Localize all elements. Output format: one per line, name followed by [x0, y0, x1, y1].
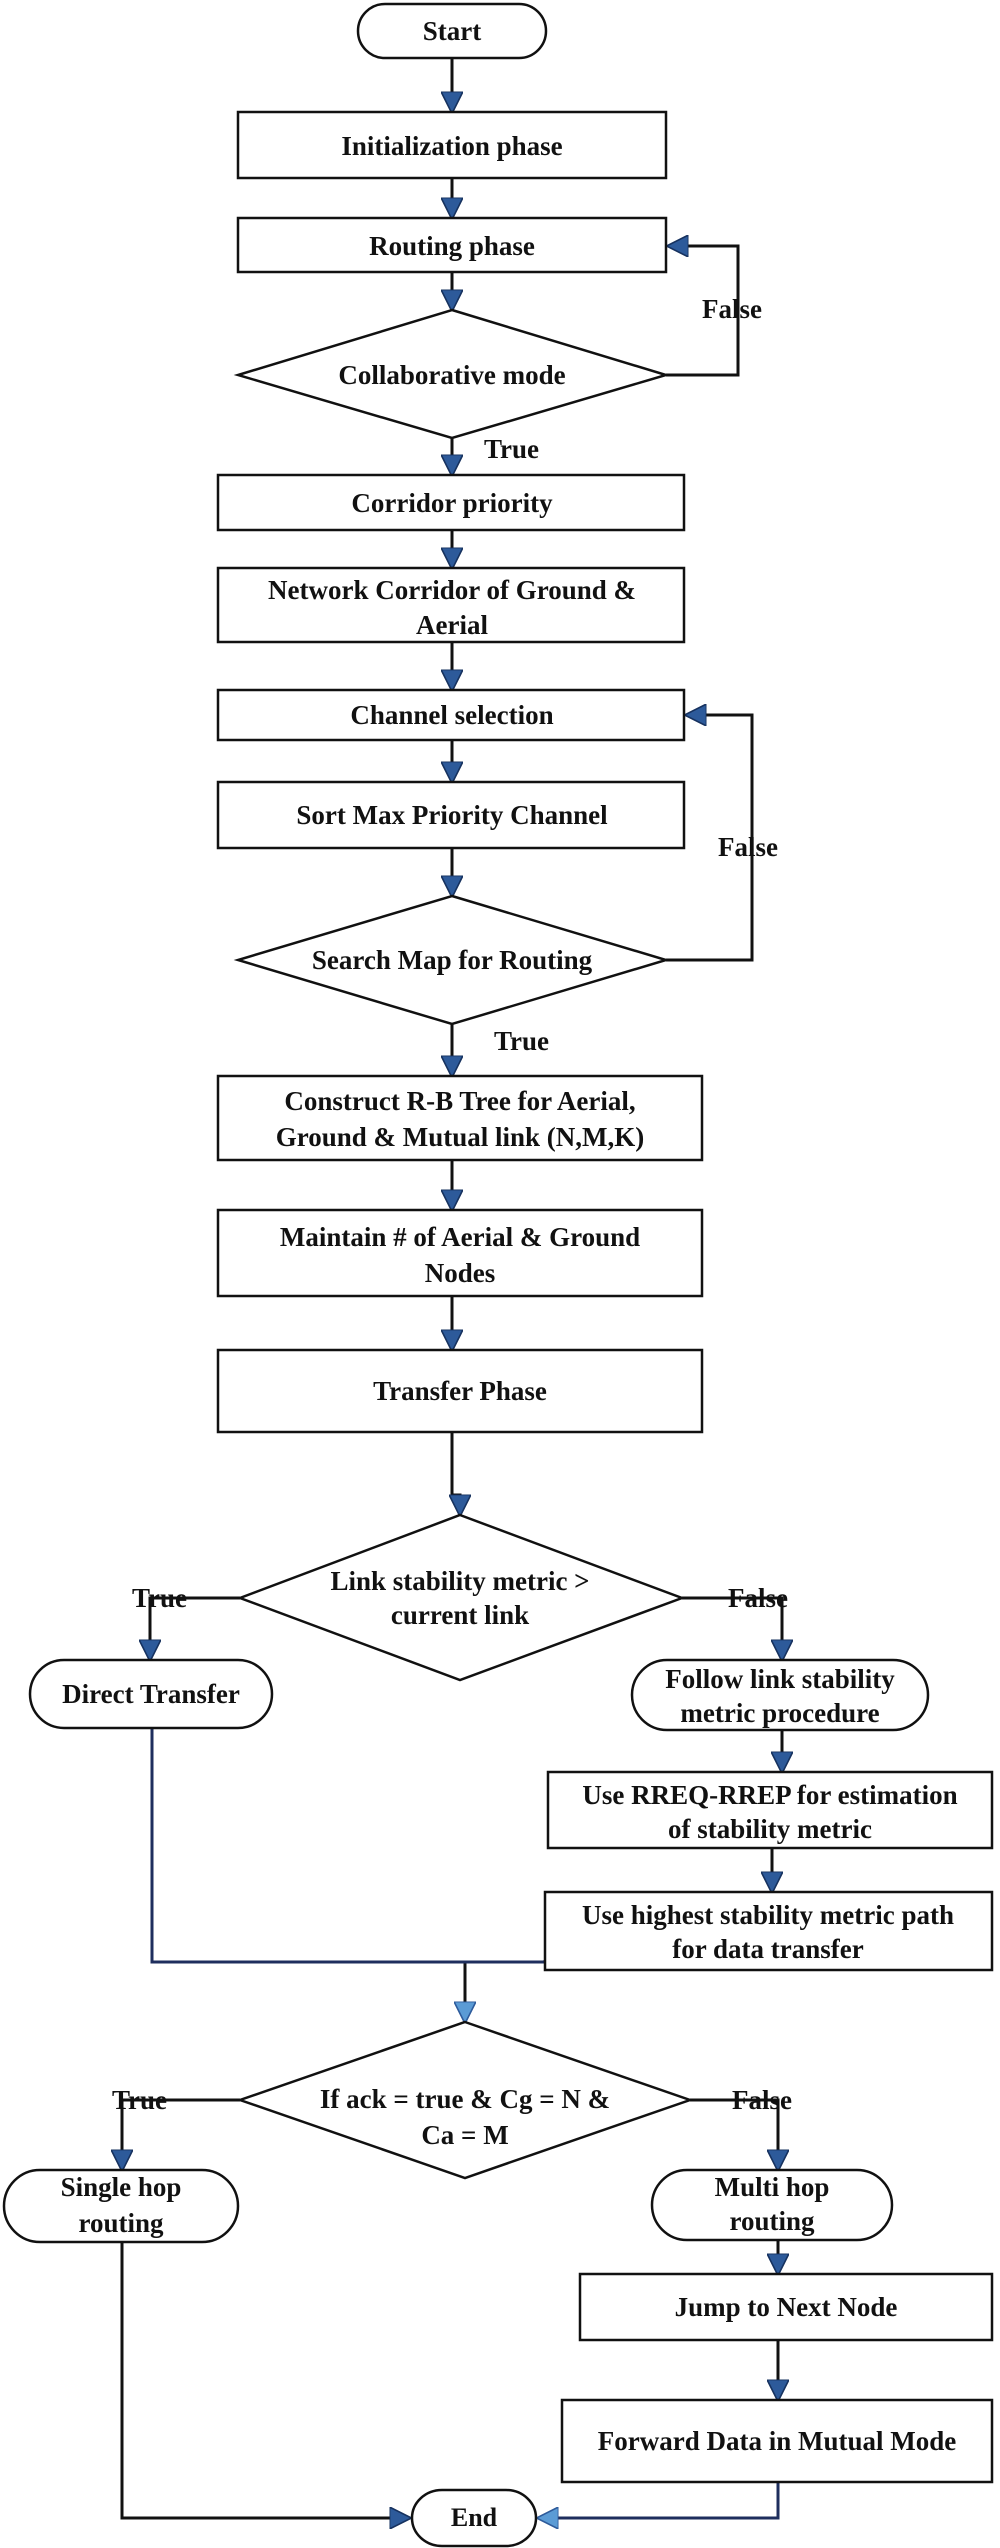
edge-collab-false-loop — [666, 246, 740, 377]
node-start: Start — [356, 2, 548, 60]
rbtree-line1: Construct R-B Tree for Aerial, — [284, 1086, 635, 1116]
node-initialization: Initialization phase — [236, 110, 668, 180]
collab-label: Collaborative mode — [338, 360, 565, 390]
netcorr-line2: Aerial — [416, 610, 488, 640]
follow-line2: metric procedure — [680, 1698, 879, 1728]
ack-true-label: True — [112, 2085, 167, 2115]
collab-true-label: True — [484, 434, 539, 464]
maintain-line1: Maintain # of Aerial & Ground — [280, 1222, 640, 1252]
node-forward-data: Forward Data in Mutual Mode — [560, 2398, 994, 2484]
node-maintain: Maintain # of Aerial & Ground Nodes — [216, 1208, 704, 1298]
node-rreq-rrep: Use RREQ-RREP for estimation of stabilit… — [546, 1770, 994, 1850]
ack-false-label: False — [732, 2085, 792, 2115]
corridor-label: Corridor priority — [351, 488, 553, 518]
channel-label: Channel selection — [350, 700, 553, 730]
single-line2: routing — [78, 2208, 164, 2238]
maintain-line2: Nodes — [425, 1258, 496, 1288]
end-label: End — [451, 2503, 498, 2532]
linkstab-line2: current link — [391, 1600, 529, 1630]
highest-line2: for data transfer — [672, 1934, 863, 1964]
edge-linkstab-true — [150, 1596, 240, 1660]
node-jump-next: Jump to Next Node — [578, 2272, 994, 2342]
edge-ack-true — [122, 2098, 240, 2170]
edge-transfer-linkstab — [452, 1432, 460, 1515]
ack-line2: Ca = M — [421, 2120, 508, 2150]
node-construct-rbtree: Construct R-B Tree for Aerial, Ground & … — [216, 1074, 704, 1162]
node-single-hop: Single hop routing — [2, 2168, 240, 2244]
init-label: Initialization phase — [341, 131, 562, 161]
node-ack-condition: If ack = true & Cg = N & Ca = M — [236, 2020, 694, 2180]
edge-forward-end — [538, 2482, 780, 2518]
edge-single-end — [120, 2242, 410, 2518]
start-label: Start — [423, 16, 481, 46]
linkstab-true-label: True — [132, 1583, 187, 1613]
rbtree-line2: Ground & Mutual link (N,M,K) — [276, 1122, 645, 1152]
transfer-label: Transfer Phase — [373, 1376, 547, 1406]
node-corridor-priority: Corridor priority — [216, 473, 686, 532]
search-label: Search Map for Routing — [312, 945, 593, 975]
single-line1: Single hop — [61, 2172, 182, 2202]
node-network-corridor: Network Corridor of Ground & Aerial — [216, 566, 686, 644]
connectors — [122, 58, 782, 2518]
node-multi-hop: Multi hop routing — [650, 2168, 894, 2242]
direct-label: Direct Transfer — [62, 1679, 240, 1709]
node-channel-selection: Channel selection — [216, 688, 686, 742]
collab-false-label: False — [702, 294, 762, 324]
search-true-label: True — [494, 1026, 549, 1056]
routing-label: Routing phase — [369, 231, 535, 261]
node-search-map: Search Map for Routing — [233, 894, 671, 1026]
edge-search-false-loop — [666, 715, 754, 962]
sortmax-label: Sort Max Priority Channel — [296, 800, 608, 830]
follow-line1: Follow link stability — [665, 1664, 895, 1694]
forward-label: Forward Data in Mutual Mode — [598, 2426, 956, 2456]
node-sort-max: Sort Max Priority Channel — [216, 780, 686, 850]
node-routing-phase: Routing phase — [236, 216, 668, 274]
node-transfer-phase: Transfer Phase — [216, 1348, 704, 1434]
node-link-stability: Link stability metric > current link — [236, 1513, 686, 1682]
edge-ack-false — [690, 2098, 778, 2170]
node-collaborative-mode: Collaborative mode — [233, 308, 671, 440]
ack-line1: If ack = true & Cg = N & — [320, 2084, 610, 2114]
node-follow-procedure: Follow link stability metric procedure — [630, 1658, 930, 1732]
linkstab-false-label: False — [728, 1583, 788, 1613]
node-highest-path: Use highest stability metric path for da… — [543, 1890, 994, 1972]
node-end: End — [410, 2488, 538, 2548]
edge-direct-merge — [150, 1728, 545, 1964]
search-false-label: False — [718, 832, 778, 862]
rreq-line2: of stability metric — [668, 1814, 872, 1844]
node-direct-transfer: Direct Transfer — [28, 1658, 274, 1730]
multi-line2: routing — [729, 2206, 815, 2236]
highest-line1: Use highest stability metric path — [582, 1900, 954, 1930]
jump-label: Jump to Next Node — [675, 2292, 898, 2322]
multi-line1: Multi hop — [715, 2172, 830, 2202]
netcorr-line1: Network Corridor of Ground & — [268, 575, 636, 605]
edge-linkstab-false — [682, 1596, 782, 1660]
linkstab-line1: Link stability metric > — [330, 1566, 589, 1596]
rreq-line1: Use RREQ-RREP for estimation — [582, 1780, 957, 1810]
